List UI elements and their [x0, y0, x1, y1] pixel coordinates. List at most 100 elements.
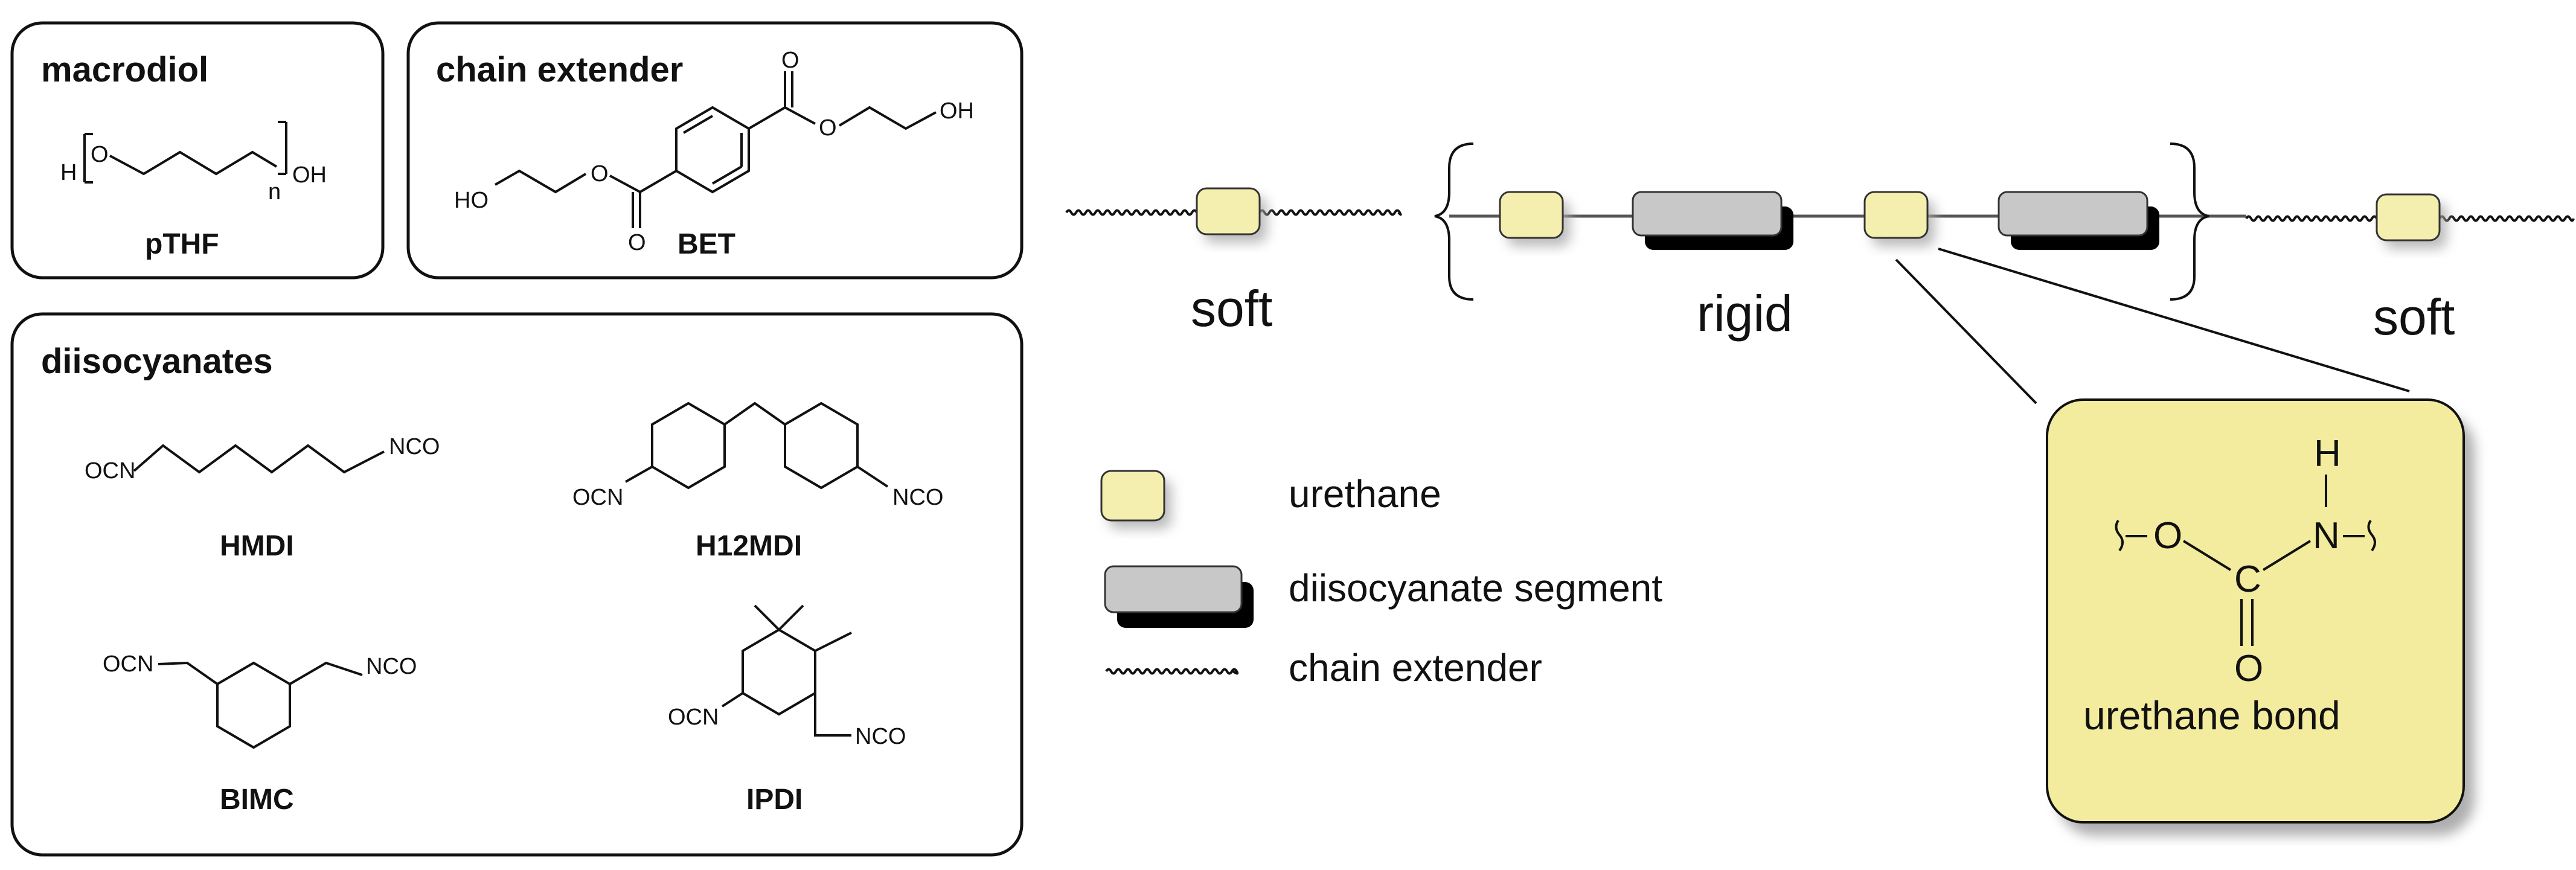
- ipdi-ch2-arm: [814, 693, 851, 737]
- pthf-label: pTHF: [145, 228, 219, 260]
- chain-extender-title: chain extender: [436, 50, 683, 89]
- urethane-bond-frame: [2046, 398, 2465, 824]
- h12mdi-ring-right: [784, 401, 859, 490]
- bimc-nco: NCO: [366, 654, 417, 679]
- h12mdi-nco: NCO: [892, 485, 943, 510]
- diisocyanates-panel: diisocyanates OCN NCO HMDI OCN NCO H12MD…: [10, 312, 1024, 857]
- chain-extender-panel: chain extender O O OH O O HO BET: [406, 21, 1024, 280]
- urethane-h-atom: H: [2314, 433, 2341, 475]
- ipdi-nco: NCO: [855, 724, 906, 749]
- ipdi-label: IPDI: [746, 784, 803, 816]
- pthf-bracket-right: [278, 121, 287, 175]
- bet-structure: O O OH O O HO: [454, 48, 974, 255]
- bet-label: BET: [678, 228, 735, 260]
- chain-extender-wave: [1258, 209, 1402, 216]
- pthf-structure: H O OH n: [60, 121, 327, 205]
- urethane-unit: [1863, 191, 1929, 239]
- urethane-c-atom: C: [2234, 558, 2261, 600]
- soft-right-label: soft: [2373, 289, 2455, 345]
- bet-left-ho: HO: [454, 188, 489, 213]
- bimc-label: BIMC: [220, 784, 294, 816]
- ipdi-methyl: [815, 632, 852, 652]
- rigid-label: rigid: [1697, 285, 1793, 342]
- zoom-line-right: [1938, 248, 2410, 392]
- ipdi-structure: NCO OCN IPDI: [668, 604, 906, 816]
- rigid-brace-left: [1434, 142, 1474, 301]
- pthf-h-atom: H: [60, 160, 77, 185]
- macrodiol-title: macrodiol: [41, 50, 208, 89]
- urethane-bond-title: urethane bond: [2083, 693, 2341, 738]
- urethane-n-atom: N: [2313, 515, 2340, 557]
- urethane-cn-bond: [2262, 540, 2312, 571]
- diisocyanates-frame: [10, 312, 1024, 857]
- urethane-unit: [1499, 191, 1564, 239]
- urethane-right-wavy: [2367, 519, 2376, 552]
- h12mdi-left-sub: [625, 465, 653, 483]
- zoom-line-left: [1895, 258, 2037, 405]
- bet-right-ester-o: O: [819, 115, 837, 141]
- hmdi-chain: [133, 444, 385, 474]
- pthf-oh-atom: OH: [292, 162, 327, 188]
- diisocyanates-title: diisocyanates: [41, 342, 273, 381]
- chain-extender-wave: [2438, 215, 2575, 222]
- soft-left-label: soft: [1191, 280, 1272, 337]
- urethane-o-ester-atom: O: [2153, 515, 2182, 557]
- ipdi-ring: [742, 628, 816, 716]
- chain-extender-frame: [406, 21, 1024, 280]
- bet-left-carbonyl: [632, 192, 641, 228]
- bimc-structure: OCN NCO BIMC: [103, 651, 417, 816]
- bimc-right-arm: [289, 661, 363, 685]
- macrodiol-frame: [10, 21, 385, 280]
- urethane-bond-structure: H N O C O: [2115, 433, 2376, 689]
- bimc-ocn: OCN: [103, 651, 153, 677]
- urethane-oc-bond: [2182, 540, 2232, 571]
- hmdi-ocn: OCN: [85, 458, 135, 484]
- ipdi-ocn: OCN: [668, 705, 719, 730]
- diisocyanate-segment: [1998, 191, 2148, 237]
- legend-chain-extender-label: chain extender: [1289, 646, 1542, 689]
- rigid-brace-right: [2170, 142, 2209, 301]
- h12mdi-ring-left: [651, 401, 726, 490]
- hmdi-label: HMDI: [220, 530, 294, 562]
- h12mdi-methylene: [723, 401, 786, 426]
- pthf-n-subscript: n: [268, 179, 281, 205]
- bet-right-ethylene: [838, 106, 937, 130]
- polymer-chain: soft rigid soft: [1065, 142, 2575, 345]
- urethane-unit: [1196, 187, 1261, 235]
- pthf-backbone: [109, 150, 278, 176]
- urethane-o-carbonyl-atom: O: [2234, 648, 2263, 689]
- urethane-bond-panel: H N O C O urethane bond: [2046, 398, 2475, 836]
- bimc-ring: [216, 661, 291, 749]
- bet-right-oh: OH: [940, 98, 974, 124]
- bet-right-ester-bond: [784, 106, 816, 125]
- legend-chain-extender-wave: [1105, 668, 1239, 675]
- h12mdi-right-sub: [856, 465, 889, 488]
- legend-urethane-swatch: [1100, 470, 1165, 522]
- pthf-bracket-left: [83, 133, 93, 184]
- bet-right-link: [748, 106, 786, 130]
- diisocyanate-segment: [1632, 191, 1783, 237]
- h12mdi-label: H12MDI: [696, 530, 802, 562]
- bet-right-carbonyl: [784, 71, 793, 107]
- legend-urethane-label: urethane: [1289, 472, 1441, 516]
- ipdi-left-sub: [721, 692, 744, 708]
- hmdi-structure: OCN NCO HMDI: [85, 434, 440, 562]
- bet-left-carbonyl-o: O: [628, 230, 646, 255]
- bet-ring-double-bonds: [682, 115, 743, 185]
- bet-right-carbonyl-o: O: [781, 48, 799, 73]
- ipdi-gem-dimethyl: [754, 604, 804, 631]
- macrodiol-panel: macrodiol H O OH n pTHF: [10, 21, 385, 280]
- bimc-left-arm: [158, 661, 219, 685]
- hmdi-nco: NCO: [389, 434, 440, 459]
- h12mdi-structure: OCN NCO H12MDI: [572, 401, 943, 562]
- h12mdi-ocn: OCN: [572, 485, 623, 510]
- bet-left-ethylene: [495, 169, 587, 194]
- bet-left-ester-bond: [609, 174, 641, 193]
- legend-diisocyanate-label: diisocyanate segment: [1289, 566, 1662, 610]
- legend-diisocyanate-swatch: [1104, 565, 1243, 613]
- bet-left-ester-o: O: [591, 161, 609, 187]
- bet-left-link: [639, 170, 678, 193]
- bet-benzene-ring: [675, 106, 750, 194]
- urethane-left-wavy: [2115, 519, 2124, 552]
